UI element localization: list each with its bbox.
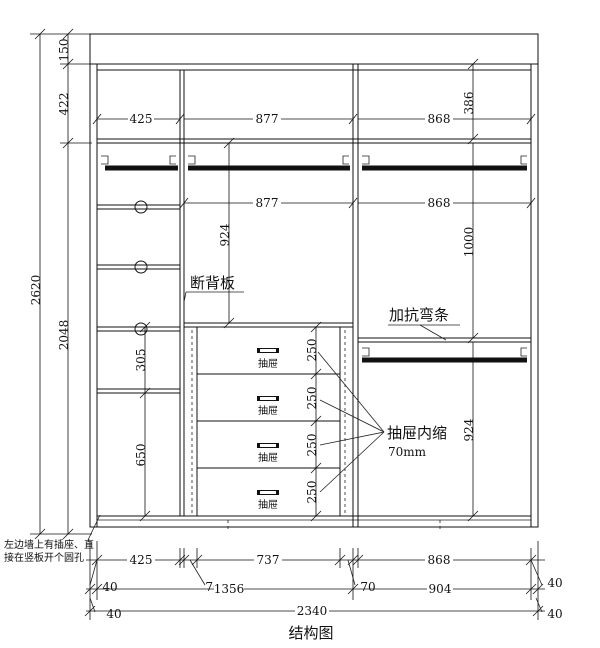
dim-924-right: 924: [462, 418, 476, 441]
dim-2340: 2340: [297, 604, 328, 618]
dim-drawer-2: 250: [305, 387, 319, 410]
dim-1000: 1000: [462, 227, 476, 258]
dim-422: 422: [57, 93, 71, 116]
dim-650: 650: [134, 444, 148, 467]
dim-868-mid: 868: [428, 196, 451, 210]
dim-150: 150: [57, 39, 71, 62]
adjust-hole-2: [134, 260, 148, 274]
diagram-title: 结构图: [288, 624, 333, 642]
dim-425-bottom: 425: [130, 553, 153, 567]
dim-40-left: 40: [102, 580, 117, 594]
dim-868-bottom: 868: [428, 553, 451, 567]
dim-904: 904: [429, 582, 452, 596]
dim-924-mid: 924: [218, 223, 232, 246]
dim-2048: 2048: [57, 320, 71, 351]
drawer-label-4: 抽屉: [258, 498, 278, 511]
dim-305: 305: [134, 349, 148, 372]
adjust-hole-1: [134, 200, 148, 214]
dim-40-bottom-left: 40: [106, 607, 121, 621]
back-panel-label: 断背板: [190, 274, 235, 292]
dim-drawer-3: 250: [305, 434, 319, 457]
dim-2620: 2620: [29, 275, 43, 306]
drawer-label-1: 抽屉: [258, 357, 278, 370]
dim-877-top: 877: [256, 112, 279, 126]
side-note-line1: 左边墙上有插座、直: [4, 538, 94, 551]
dim-1356: 1356: [214, 582, 245, 596]
dim-425-top: 425: [130, 112, 153, 126]
dim-737: 737: [257, 553, 280, 567]
dim-386: 386: [462, 92, 476, 115]
dim-40-right: 40: [547, 576, 562, 590]
dim-40-bottom-right: 40: [547, 607, 562, 621]
anti-bend-label: 加抗弯条: [389, 306, 449, 324]
top-cornice: [89, 33, 539, 65]
dim-70-right: 70: [360, 580, 375, 594]
drawer-note-line1: 抽屉内缩: [387, 424, 447, 442]
dim-877-mid: 877: [256, 196, 279, 210]
drawer-label-3: 抽屉: [258, 451, 278, 464]
cabinet-body: [89, 63, 539, 528]
drawer-label-2: 抽屉: [258, 404, 278, 417]
dim-drawer-4: 250: [305, 481, 319, 504]
side-note-line2: 接在竖板开个圆孔: [4, 551, 84, 564]
drawer-note-line2: 70mm: [388, 445, 427, 459]
adjust-hole-3: [134, 322, 148, 336]
dim-868-top: 868: [428, 112, 451, 126]
dim-drawer-1: 250: [305, 339, 319, 362]
